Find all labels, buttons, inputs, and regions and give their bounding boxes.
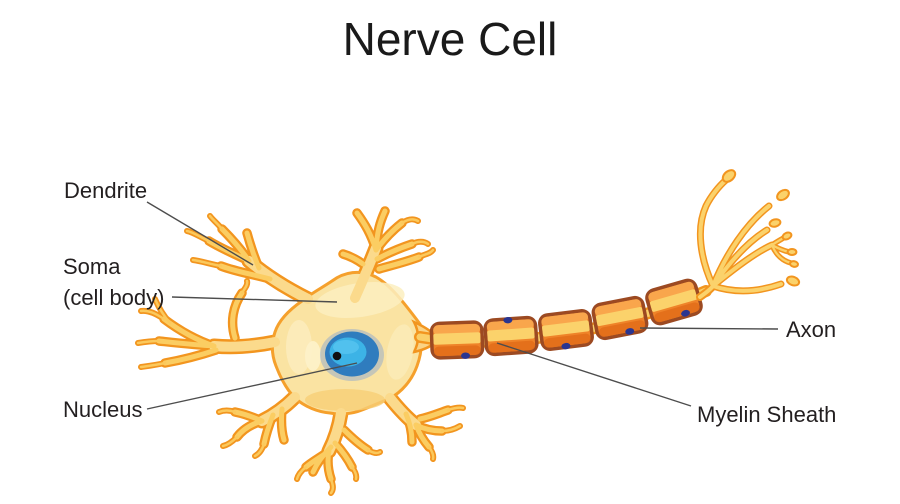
leader-line-nucleus (146, 362, 358, 410)
myelin-sheath (429, 278, 703, 360)
axon-stripe (487, 327, 535, 342)
soma-shade (305, 389, 385, 411)
myelin-dark-band (598, 320, 646, 337)
synaptic-terminal-bulb (785, 275, 801, 287)
myelin-dark-band (433, 345, 481, 357)
dendrite-twig-core (136, 214, 465, 495)
label-soma: Soma (cell body) (63, 251, 164, 313)
soma-highlight (305, 341, 321, 371)
label-axon: Axon (786, 317, 837, 342)
label-soma-line1: Soma (63, 254, 121, 279)
axon-stripe (542, 320, 590, 337)
myelin-dark-band (654, 302, 700, 323)
nucleolus-dot (332, 351, 342, 361)
schwann-cell-nucleus-dot (461, 352, 471, 359)
nucleus (320, 329, 384, 381)
myelin-light-band (594, 299, 642, 317)
myelin-segment-2 (483, 315, 539, 357)
leader-line-myelin (496, 342, 692, 407)
myelin-segment-5 (645, 278, 703, 326)
terminal-branch-core (698, 178, 783, 299)
myelin-light-band (433, 323, 481, 336)
synaptic-terminal-bulb (776, 188, 790, 202)
myelin-dark-band (543, 333, 591, 348)
soma-highlight (315, 282, 405, 318)
diagram-title: Nerve Cell (342, 13, 558, 65)
axon-stripe (595, 306, 644, 327)
soma-highlight (386, 324, 414, 380)
axon-terminals (696, 169, 801, 301)
leader-line-soma (171, 296, 338, 303)
myelin-light-band (648, 281, 694, 303)
synaptic-terminal-bulb (768, 218, 782, 228)
myelin-segment-4 (591, 295, 649, 341)
schwann-cell-nucleus-dot (625, 328, 635, 335)
leader-lines (146, 201, 779, 410)
myelin-light-band (541, 312, 589, 327)
label-myelin-sheath: Myelin Sheath (697, 402, 837, 427)
nucleus-highlight (333, 340, 359, 354)
axon-stripe (433, 332, 481, 345)
dendrite-branch-core (156, 208, 451, 482)
dendrite-branch-core (209, 243, 421, 456)
schwann-cell-nucleus-dot (503, 316, 513, 324)
leader-line-dendrite (146, 201, 254, 266)
label-soma-line2: (cell body) (63, 285, 165, 310)
label-dendrite: Dendrite (64, 178, 148, 203)
axon-stripe (649, 289, 698, 312)
schwann-cell-nucleus-dot (681, 309, 690, 317)
synaptic-terminal-bulb (781, 231, 793, 241)
schwann-cell-nucleus-dot (561, 342, 571, 350)
synaptic-terminal-bulb (789, 260, 799, 268)
synaptic-terminal-bulb (786, 248, 798, 256)
soma-highlights (286, 282, 414, 411)
dendrite-cores (136, 208, 465, 495)
label-nucleus: Nucleus (63, 397, 143, 422)
myelin-segment-1 (429, 320, 485, 360)
synaptic-terminal-bulb (721, 169, 737, 183)
myelin-segment-3 (538, 308, 594, 352)
leader-line-axon (639, 327, 779, 330)
